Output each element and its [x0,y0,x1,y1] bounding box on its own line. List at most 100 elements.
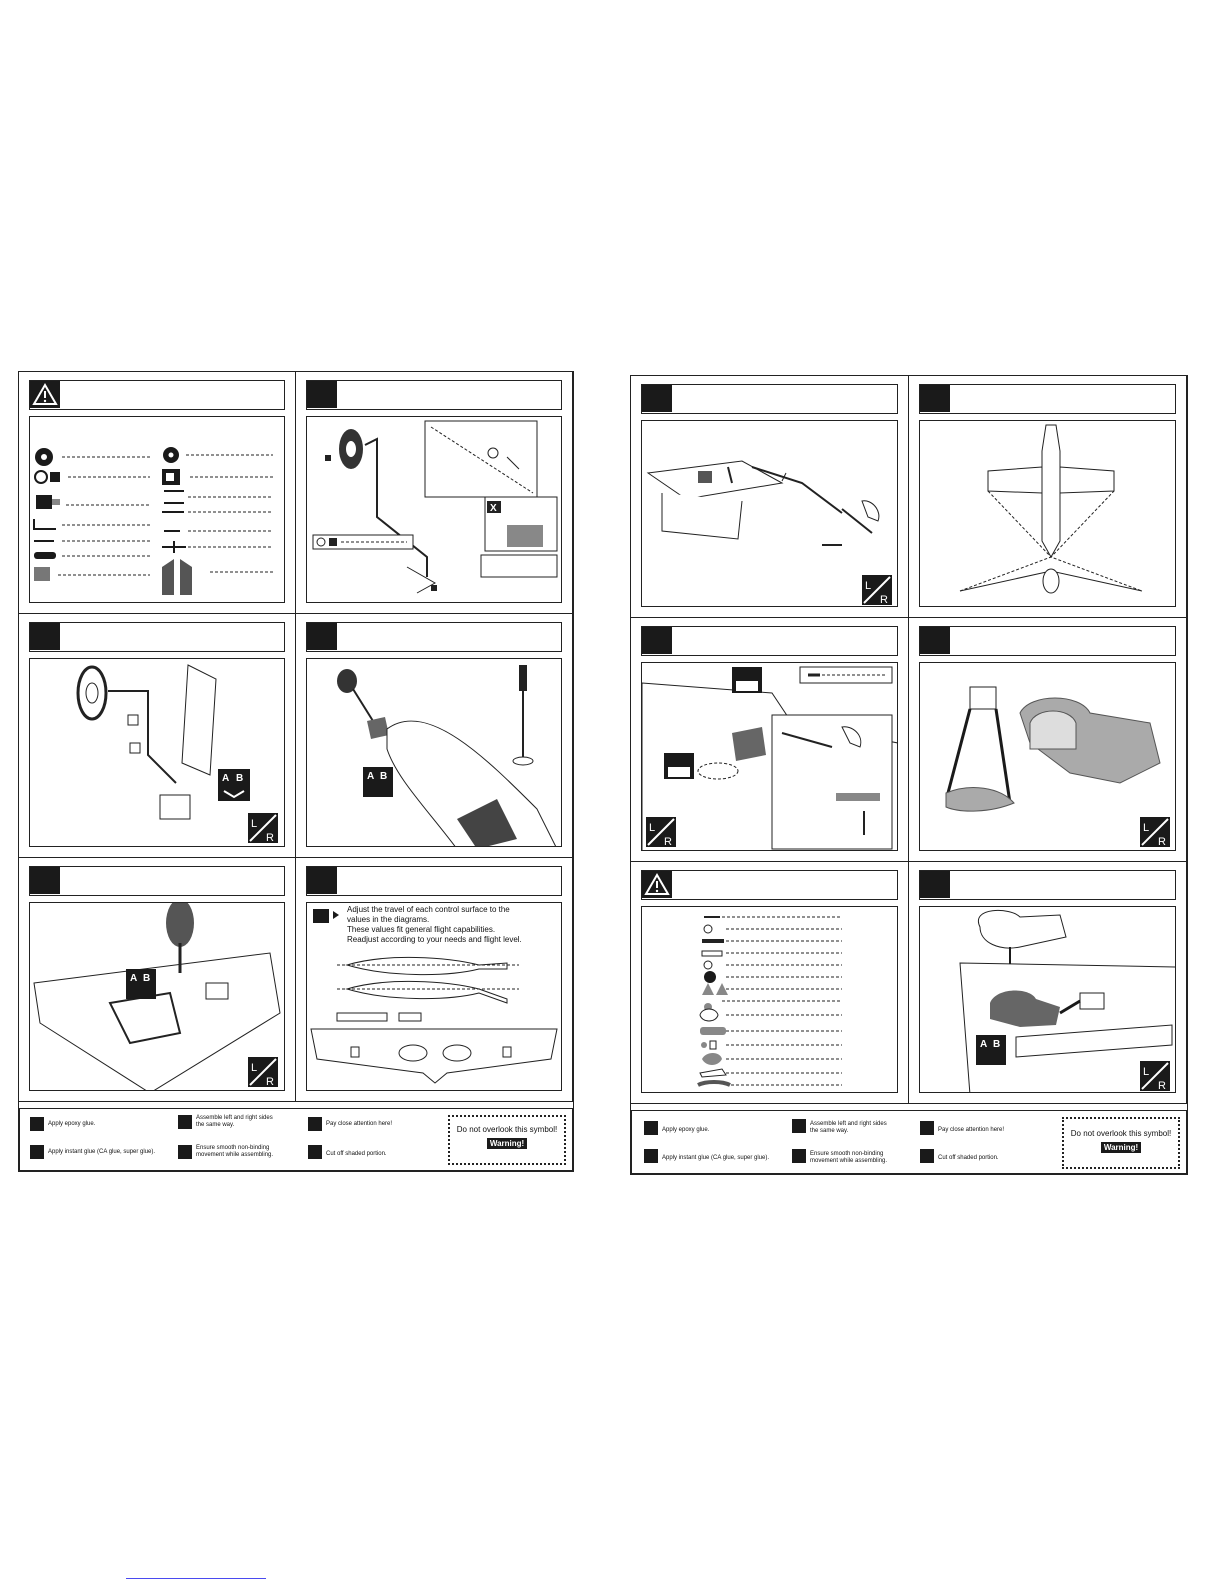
tube-icon [701,950,723,957]
ring-icon [703,960,713,970]
cowl-cut-box: L R [919,662,1176,851]
legend-instant: Apply instant glue (CA glue, super glue)… [48,1149,156,1155]
ab-b-label: B [380,771,387,782]
lr-r-label: R [266,1076,274,1088]
wheel-icon [35,448,53,466]
panel-header [306,622,562,652]
ab-a-label: A [980,1039,987,1050]
panel-header [29,622,285,652]
ab-b-label: B [143,973,150,984]
lr-l-label: L [251,1062,257,1074]
panel-header [29,380,285,410]
gear-install-box: A B L R [29,658,285,847]
strip-icon [697,1080,731,1087]
attention-icon [313,909,329,923]
legend-attention: Pay close attention here! [938,1127,1005,1133]
lr-icon: L R [862,575,892,606]
throw-instructions: Adjust the travel of each control surfac… [347,905,522,944]
wheel-icon [704,971,716,983]
lr-r-label: R [1158,836,1166,848]
smooth-movement-icon [178,1145,192,1159]
fairing-icon [162,559,192,595]
wood-icon [34,567,50,581]
lr-icon [178,1115,192,1129]
epoxy-icon: A B [218,769,250,801]
panel-main-gear: X [296,372,573,614]
lr-r-label: R [664,836,672,848]
pin-icon [164,490,184,504]
symbol-legend-right: Apply epoxy glue. Apply instant glue (CA… [631,1110,1187,1174]
legend-attention: Pay close attention here! [326,1121,393,1127]
panel-gear-install: A B L R [19,614,296,858]
panel-header [919,870,1176,900]
warning-badge: Warning! [486,1138,528,1149]
step-number-block [307,381,337,408]
lr-l-label: L [649,822,655,834]
ab-a-label: A [367,771,374,782]
dont-overlook-text: Do not overlook this symbol! [456,1125,558,1134]
lr-l-label: L [865,580,871,592]
ab-a-label: A [130,973,137,984]
small-wheel-icon [163,447,179,463]
gear-block-icon [36,495,60,509]
panel-canopy: A B L R [909,862,1187,1104]
collar-icon [34,470,60,484]
legend-instant: Apply instant glue (CA glue, super glue)… [662,1155,770,1161]
panel-parts-list-right [631,862,909,1104]
legend-smooth: Ensure smooth non-binding movement while… [196,1145,274,1158]
lr-icon: L R [1140,1061,1170,1092]
legend-assemble: Assemble left and right sides the same w… [196,1115,273,1128]
left-page: X A B [18,371,574,1172]
main-gear-box: X [306,416,562,603]
dont-overlook-box: Do not overlook this symbol! Warning! [1062,1117,1180,1169]
lr-l-label: L [1143,1066,1149,1078]
horn-icon [162,541,186,553]
legend-epoxy: Apply epoxy glue. [48,1121,96,1127]
smooth-movement-icon [792,1149,806,1163]
plate-icon [34,552,56,559]
step-number-block [642,385,672,412]
warning-badge: Warning! [1100,1142,1142,1153]
panel-alignment [909,376,1187,618]
ab-b-label: B [236,773,243,784]
panel-header [919,384,1176,414]
lr-l-label: L [1143,822,1149,834]
legend-cut: Cut off shaded portion. [326,1151,387,1157]
pushrod-icon [702,939,724,943]
arrow-icon [333,911,339,919]
panel-header [306,866,562,896]
lr-r-label: R [266,832,274,844]
panel-header [919,626,1176,656]
panel-wheel-cover: A B L R [19,858,296,1102]
lr-icon: L R [1140,817,1170,848]
dont-overlook-text: Do not overlook this symbol! [1070,1129,1172,1138]
epoxy-icon: A B [126,969,156,999]
step-number-block [307,623,337,650]
tail-steering-box: L R [641,420,898,607]
parts-list-box [29,416,285,603]
attention-icon [308,1117,322,1131]
ca-glue-icon [644,1149,658,1163]
right-page: L R [630,375,1188,1175]
legend-epoxy: Apply epoxy glue. [662,1127,710,1133]
panel-tail-steering: L R [631,376,909,618]
panel-servo-install: L R [631,618,909,862]
dont-overlook-box: Do not overlook this symbol! Warning! [448,1115,566,1165]
wire-icon [33,519,56,530]
hyperlink-underline[interactable] [126,1578,266,1579]
panel-parts-list-left [19,372,296,614]
x-mark: X [490,503,497,514]
bracket-icon [162,469,180,485]
step-number-block [30,867,60,894]
epoxy-icon: A B [363,767,393,797]
panel-cowl-cut: L R [909,618,1187,862]
step-number-block [920,627,950,654]
tail-wheel-box: A B [306,658,562,847]
control-throws-box: Adjust the travel of each control surfac… [306,902,562,1091]
servo-install-box: L R [641,662,898,851]
step-number-block [642,627,672,654]
spinner-icon [702,1053,722,1065]
legend-smooth: Ensure smooth non-binding movement while… [810,1151,888,1164]
legend-cut: Cut off shaded portion. [938,1155,999,1161]
fin-icon [702,983,728,995]
